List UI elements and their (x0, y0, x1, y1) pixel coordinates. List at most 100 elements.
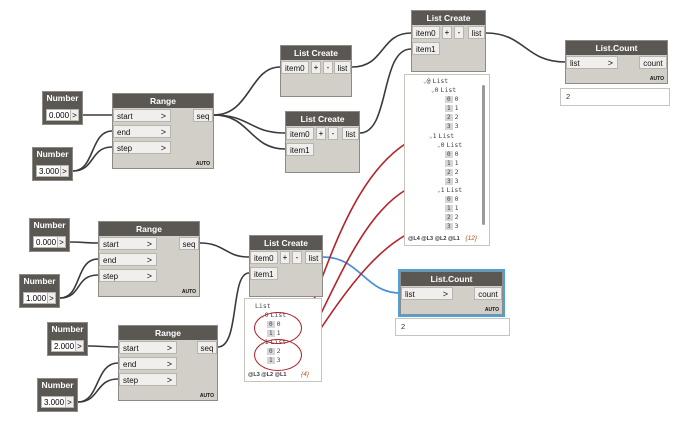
add-input-button[interactable]: + (280, 251, 290, 264)
number-output-arrow[interactable]: > (47, 292, 56, 304)
expand-caret-icon[interactable]: ⌄ (429, 133, 433, 140)
remove-input-button[interactable]: - (328, 127, 338, 140)
item-count: {4} (301, 371, 309, 378)
list-input-port[interactable]: list> (566, 56, 618, 69)
remove-input-button[interactable]: - (454, 26, 464, 39)
scrollbar[interactable] (482, 85, 485, 225)
item1-input-port[interactable]: item1 (250, 267, 278, 280)
expand-caret-icon[interactable]: ⌄ (431, 87, 435, 94)
number-input[interactable]: 2.000 (51, 340, 76, 352)
step-input-port[interactable]: step> (119, 373, 177, 386)
range-node-top[interactable]: Range start> end> step> seq AUTO (112, 93, 214, 169)
tree-index: 1 (432, 132, 437, 140)
tree-index: 3 (445, 223, 453, 230)
number-output-arrow[interactable]: > (60, 165, 69, 177)
count-preview-bottom: 2 (395, 318, 510, 336)
add-input-button[interactable]: + (442, 26, 452, 39)
item1-input-port[interactable]: item1 (412, 42, 440, 55)
tree-index: 0 (445, 151, 453, 158)
number-output-arrow[interactable]: > (57, 236, 66, 248)
tree-index: @ (426, 77, 431, 85)
start-input-port[interactable]: start> (119, 341, 177, 354)
item0-input-port[interactable]: item0 (286, 127, 314, 140)
list-input-port[interactable]: list> (401, 287, 453, 300)
wire (213, 114, 286, 150)
tree-index: 0 (445, 196, 453, 203)
count-output-port[interactable]: count (639, 56, 667, 69)
number-input[interactable]: 1.000 (23, 292, 48, 304)
list-output-port[interactable]: list (334, 61, 351, 74)
number-output-arrow[interactable]: > (70, 109, 79, 121)
tree-index: 2 (445, 214, 453, 221)
tree-index: 1 (445, 105, 453, 112)
end-input-port[interactable]: end> (119, 357, 177, 370)
step-input-port[interactable]: step> (99, 269, 157, 282)
tree-value: 2 (454, 113, 459, 121)
add-input-button[interactable]: + (316, 127, 326, 140)
list-output-port[interactable]: list (342, 127, 359, 140)
list-count-node-bottom[interactable]: List.Count list> count AUTO (398, 269, 505, 317)
step-input-port[interactable]: step> (113, 141, 171, 154)
number-node-2[interactable]: Number 3.000 > (32, 147, 73, 181)
number-input[interactable]: 0.000 (33, 236, 58, 248)
remove-input-button[interactable]: - (292, 251, 302, 264)
tree-index: 0 (434, 86, 439, 94)
item0-input-port[interactable]: item0 (281, 61, 309, 74)
item0-input-port[interactable]: item0 (250, 251, 278, 264)
count-output-port[interactable]: count (474, 287, 502, 300)
node-title: Range (113, 94, 213, 108)
seq-output-port[interactable]: seq (179, 237, 199, 250)
list-output-port[interactable]: list (468, 26, 485, 39)
item0-input-port[interactable]: item0 (412, 26, 440, 39)
tree-list-node[interactable]: ⌄@List (423, 77, 448, 86)
number-node-5[interactable]: Number 2.000 > (47, 322, 88, 356)
range-node-bottom[interactable]: Range start> end> step> seq AUTO (118, 325, 218, 401)
number-node-1[interactable]: Number 0.000 > (42, 91, 83, 125)
tree-index: 1 (440, 186, 445, 194)
number-output-arrow[interactable]: > (65, 396, 74, 408)
start-input-port[interactable]: start> (113, 109, 171, 122)
end-input-port[interactable]: end> (99, 253, 157, 266)
tree-value: 1 (454, 159, 459, 167)
range-node-middle[interactable]: Range start> end> step> seq AUTO (98, 221, 200, 297)
add-input-button[interactable]: + (311, 61, 321, 74)
seq-output-port[interactable]: seq (193, 109, 213, 122)
wire-selected (322, 256, 401, 294)
number-node-4[interactable]: Number 1.000 > (19, 274, 60, 308)
number-node-6[interactable]: Number 3.000 > (37, 378, 78, 412)
number-input[interactable]: 0.000 (46, 109, 71, 121)
number-output-arrow[interactable]: > (75, 340, 84, 352)
list-create-node-a[interactable]: List Create item0 + - list (280, 45, 352, 97)
node-title: List Create (250, 236, 322, 250)
number-input[interactable]: 3.000 (36, 165, 61, 177)
list-output-port[interactable]: list (305, 251, 322, 264)
remove-input-button[interactable]: - (323, 61, 333, 74)
start-input-port[interactable]: start> (99, 237, 157, 250)
number-input[interactable]: 3.000 (41, 396, 66, 408)
item1-input-port[interactable]: item1 (286, 143, 314, 156)
list-create-node-b[interactable]: List Create item0 + - list item1 (285, 111, 360, 173)
list-count-node-top[interactable]: List.Count list> count AUTO (565, 40, 668, 84)
tree-value: 0 (454, 150, 459, 158)
wire (72, 130, 113, 172)
end-input-port[interactable]: end> (113, 125, 171, 138)
expand-caret-icon[interactable]: ⌄ (437, 142, 441, 149)
number-node-3[interactable]: Number 0.000 > (29, 218, 70, 252)
expand-caret-icon[interactable]: ⌄ (437, 187, 441, 194)
tree-value: 1 (454, 104, 459, 112)
tree-index: 1 (445, 160, 453, 167)
seq-output-port[interactable]: seq (197, 341, 217, 354)
list-create-node-d[interactable]: List Create item0 + - list item1 (249, 235, 323, 297)
list-create-node-c[interactable]: List Create item0 + - list item1 (411, 10, 486, 72)
tree-index: 0 (440, 141, 445, 149)
port-arrow-icon: > (442, 289, 448, 299)
expand-caret-icon[interactable]: ⌄ (423, 78, 427, 85)
